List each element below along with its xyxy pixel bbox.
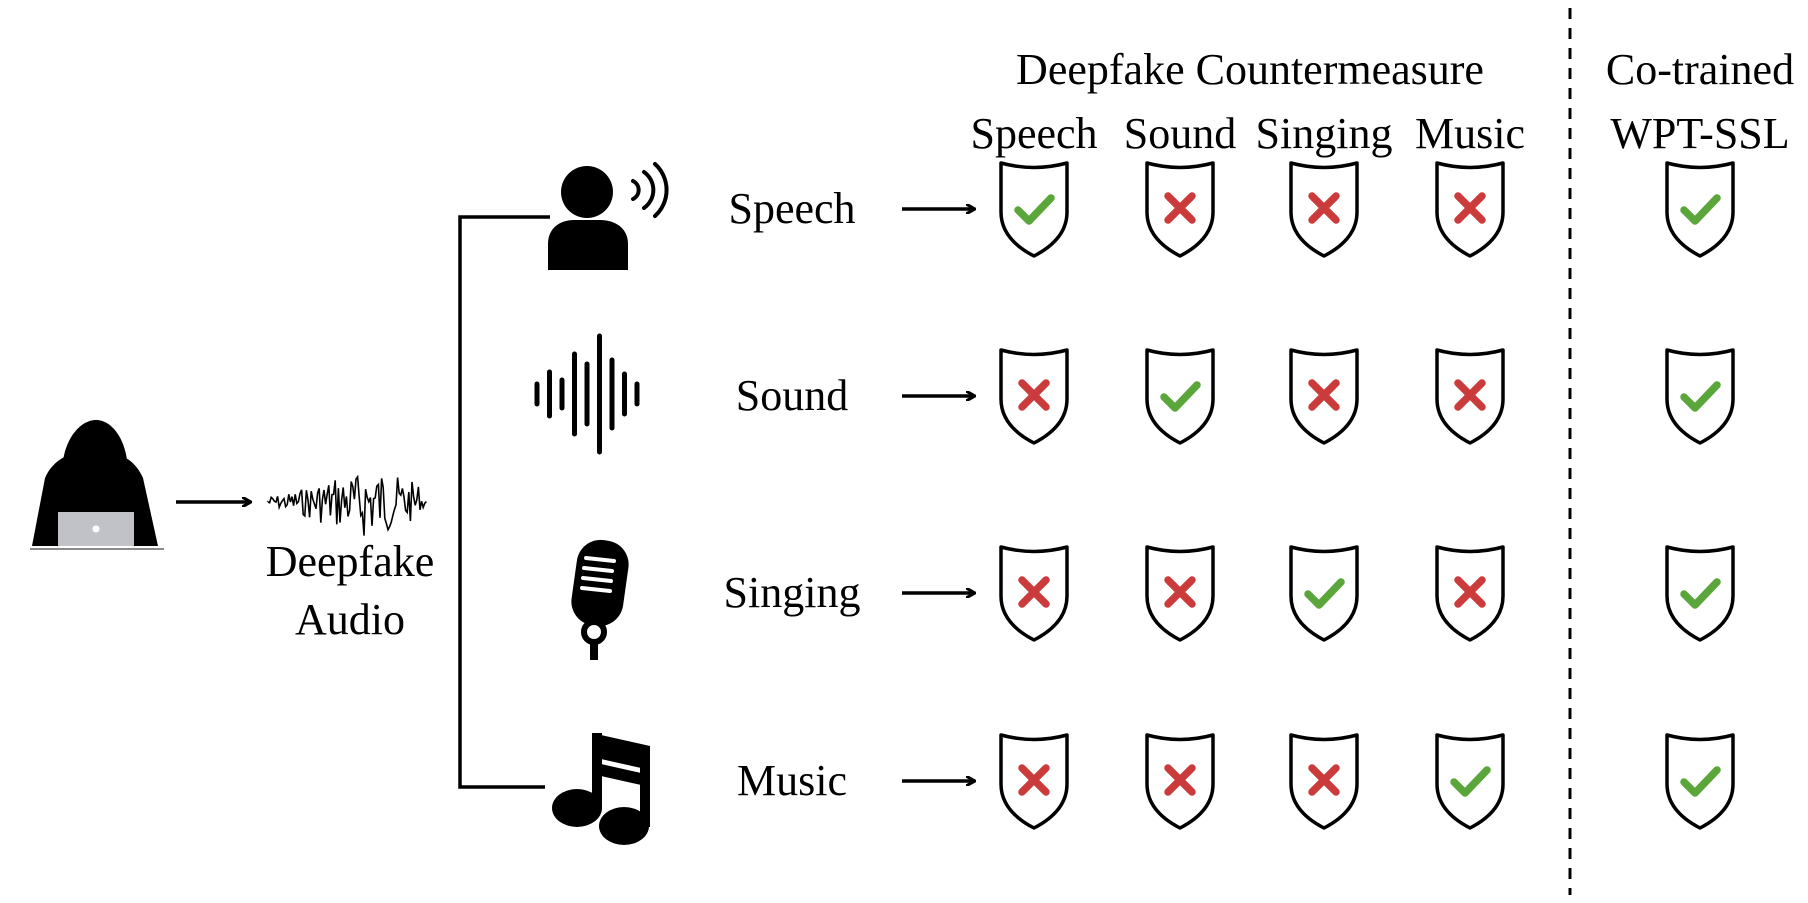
row-sound: Sound [736, 348, 1735, 445]
row-label-sound: Sound [736, 371, 848, 420]
row-label-music: Music [737, 756, 847, 805]
shield-cross-icon [999, 733, 1069, 830]
column-header-speech: Speech [970, 109, 1097, 158]
sound-wave-icon [534, 333, 640, 455]
music-note-icon [552, 733, 650, 845]
shield-check-icon [1665, 545, 1735, 642]
shield-cross-icon [1145, 545, 1215, 642]
shield-cross-icon [1435, 545, 1505, 642]
shield-check-icon [1145, 348, 1215, 445]
shield-check-icon [1435, 733, 1505, 830]
shield-cross-icon [1435, 161, 1505, 258]
shield-cross-icon [999, 545, 1069, 642]
shield-cross-icon [999, 348, 1069, 445]
countermeasure-title: Deepfake Countermeasure [1016, 45, 1484, 94]
source-label-line1: Deepfake [266, 537, 435, 586]
column-header-singing: Singing [1256, 109, 1393, 158]
shield-check-icon [1665, 733, 1735, 830]
shield-cross-icon [1289, 348, 1359, 445]
microphone-icon [571, 539, 629, 660]
shield-cross-icon [1289, 161, 1359, 258]
row-speech: Speech [728, 161, 1735, 258]
source-label-line2: Audio [295, 595, 405, 644]
column-headers: Speech Sound Singing Music [970, 109, 1525, 158]
shield-cross-icon [1145, 161, 1215, 258]
row-music: Music [737, 733, 1735, 830]
shield-cross-icon [1289, 733, 1359, 830]
shield-cross-icon [1435, 348, 1505, 445]
audio-waveform-icon [267, 474, 427, 536]
cotrained-title-line2: WPT-SSL [1610, 109, 1789, 158]
shield-cross-icon [1145, 733, 1215, 830]
speaking-person-icon [548, 162, 669, 270]
row-label-singing: Singing [724, 568, 861, 617]
cotrained-title-line1: Co-trained [1606, 45, 1794, 94]
shield-check-icon [1665, 161, 1735, 258]
column-header-music: Music [1415, 109, 1525, 158]
shield-check-icon [1665, 348, 1735, 445]
shield-check-icon [999, 161, 1069, 258]
row-label-speech: Speech [728, 184, 855, 233]
hooded-hacker-icon [30, 420, 164, 550]
shield-check-icon [1289, 545, 1359, 642]
row-singing: Singing [724, 545, 1735, 642]
column-header-sound: Sound [1124, 109, 1236, 158]
branch-connector [458, 215, 550, 789]
